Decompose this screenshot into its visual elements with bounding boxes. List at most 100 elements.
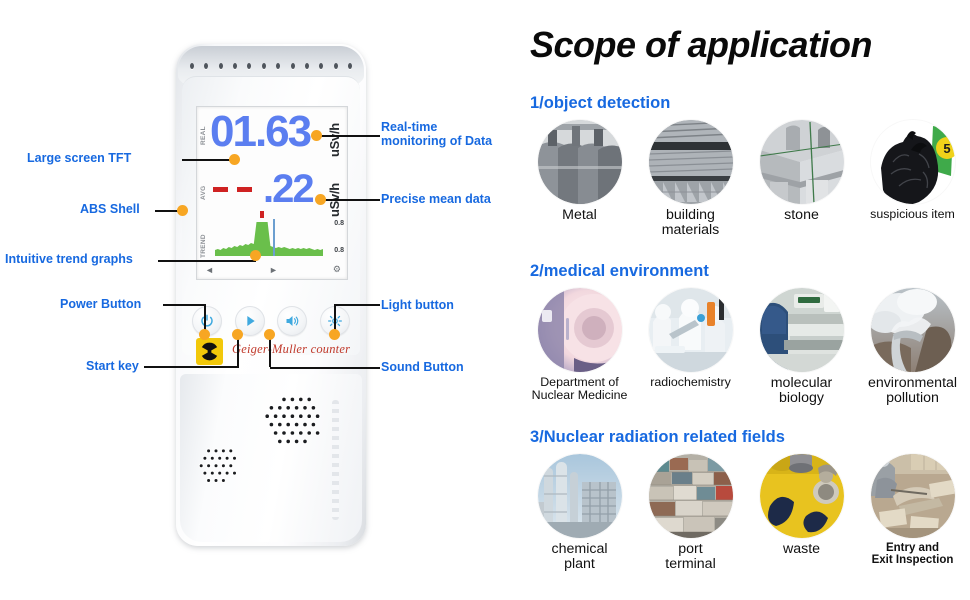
callout-start-key: Start key (86, 359, 139, 373)
vent-hole (261, 63, 266, 69)
leader-line (318, 135, 380, 137)
scope-card[interactable]: building materials (635, 120, 746, 238)
leader-line (204, 304, 206, 331)
vent-holes (190, 62, 352, 70)
scope-card[interactable]: molecular biology (746, 288, 857, 406)
leader-line (322, 199, 380, 201)
scope-card[interactable]: Metal (524, 120, 635, 238)
sound-button[interactable] (277, 306, 308, 336)
leader-line (269, 334, 271, 367)
vent-hole (233, 63, 238, 69)
avg-dash-icon (213, 186, 228, 192)
card-label: building materials (661, 207, 720, 238)
callout-dot (329, 329, 340, 340)
scope-card[interactable]: port terminal (635, 454, 746, 572)
card-label: Entry and Exit Inspection (871, 542, 954, 567)
speaker-grille-large (262, 390, 324, 452)
leader-line (144, 366, 239, 368)
screen-nav-bar[interactable]: ◄ ► ⚙ (205, 264, 341, 275)
triangle-left-icon[interactable]: ◄ (205, 264, 214, 275)
trend-cursor-line (273, 219, 275, 256)
avg-dash-icon (237, 186, 252, 192)
svg-text:5: 5 (943, 141, 950, 156)
page-title: Scope of application (530, 24, 873, 65)
device-panel: REAL AVG TREND 01.63 uSv/h .22 uSv/h 0.8… (5, 44, 493, 546)
vent-hole (333, 63, 338, 69)
power-icon (201, 314, 213, 327)
trend-graph (215, 219, 323, 256)
leader-line (270, 367, 380, 369)
leader-line (334, 304, 336, 331)
callout-sound-button: Sound Button (381, 360, 464, 374)
alarm-indicator-icon (260, 211, 264, 218)
real-time-unit: uSv/h (327, 123, 342, 157)
callout-dot (264, 329, 275, 340)
callout-dot (232, 329, 243, 340)
scope-card[interactable]: stone (746, 120, 857, 238)
vent-hole (218, 63, 223, 69)
trend-scale-bottom: 0.8 (334, 247, 344, 254)
callout-dot (177, 205, 188, 216)
device-screen[interactable]: REAL AVG TREND 01.63 uSv/h .22 uSv/h 0.8… (196, 106, 348, 280)
gear-icon[interactable]: ⚙ (332, 264, 341, 274)
callout-abs-shell: ABS Shell (80, 202, 140, 216)
scope-card[interactable]: radiochemistry (635, 288, 746, 406)
brand-name: Geiger-Muller counter (232, 342, 351, 356)
inspection-scrap-photo (870, 454, 955, 538)
section-medical-environment: 2/medical environment (524, 262, 970, 406)
device-side-ridges (332, 400, 339, 520)
screen-label-avg: AVG (200, 185, 207, 200)
card-label: Department of Nuclear Medicine (531, 375, 628, 403)
card-label: stone (784, 207, 819, 223)
shipping-containers-photo (648, 454, 733, 538)
section-card-row: chemical plant (524, 454, 970, 572)
trend-graph-svg (215, 222, 323, 256)
screen-label-real: REAL (200, 126, 207, 145)
speaker-icon (286, 316, 299, 326)
leader-line (158, 260, 256, 262)
black-garbage-bag-photo: 5 (870, 120, 955, 204)
callout-dot (250, 250, 261, 261)
callout-power-button: Power Button (60, 297, 142, 311)
speaker-grille-large-svg (264, 396, 321, 445)
scope-card[interactable]: Entry and Exit Inspection (857, 454, 968, 572)
section-card-row: Department of Nuclear Medicine (524, 288, 970, 406)
callout-intuitive-trend-graphs: Intuitive trend graphs (5, 252, 133, 266)
triangle-right-icon[interactable]: ► (268, 264, 278, 275)
card-label: radiochemistry (650, 375, 731, 389)
chemical-plant-photo (537, 454, 622, 538)
vent-hole (276, 63, 281, 69)
section-heading: 2/medical environment (530, 262, 709, 280)
callout-dot (311, 130, 322, 141)
speaker-grille-small-svg (198, 448, 237, 483)
vent-hole (319, 63, 324, 69)
card-label: suspicious item (870, 207, 955, 221)
steel-angle-bars-photo (648, 120, 733, 204)
leader-line (182, 159, 235, 161)
vent-hole (290, 63, 295, 69)
radiation-trefoil-badge (196, 338, 223, 365)
card-label: waste (782, 541, 821, 557)
leader-line (155, 210, 180, 212)
callout-real-time-line1: Real-time monitoring of Data (381, 120, 493, 149)
scope-card[interactable]: 5 suspicious item (857, 120, 968, 238)
real-time-reading: 01.63 (210, 107, 312, 156)
callout-precise-mean-data: Precise mean data (381, 192, 491, 206)
scope-card[interactable]: chemical plant (524, 454, 635, 572)
granite-blocks-photo (759, 120, 844, 204)
callout-dot (229, 154, 240, 165)
trend-scale-top: 0.8 (334, 220, 344, 227)
scope-card[interactable]: environmental pollution (857, 288, 968, 406)
section-nuclear-radiation-fields: 3/Nuclear radiation related fields (524, 428, 970, 572)
card-label: molecular biology (770, 375, 833, 406)
cooling-tower-photo (870, 288, 955, 372)
power-button[interactable] (192, 306, 222, 336)
section-heading: 1/object detection (530, 94, 671, 112)
yellow-drum-photo (759, 454, 844, 538)
scope-card[interactable]: Department of Nuclear Medicine (524, 288, 635, 406)
scope-card[interactable]: waste (746, 454, 857, 572)
average-reading: .22 (213, 167, 315, 211)
average-value: .22 (263, 167, 315, 211)
card-label: port terminal (665, 541, 716, 572)
lab-bench-photo (759, 288, 844, 372)
